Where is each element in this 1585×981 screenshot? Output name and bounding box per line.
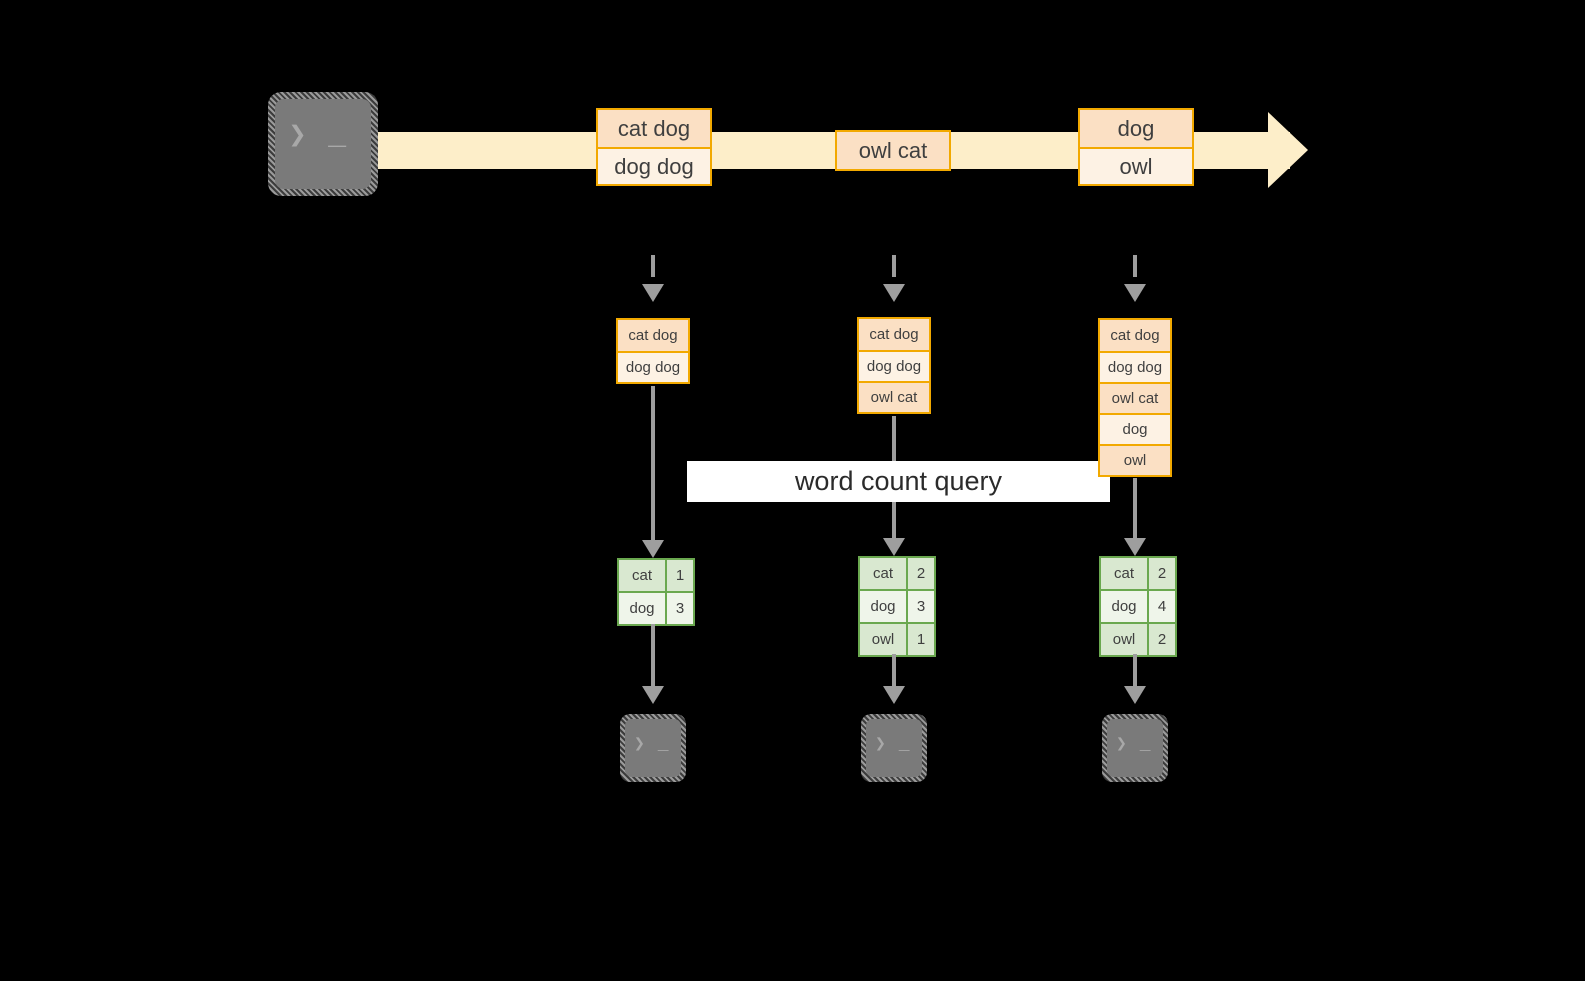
result-to-consumer-line — [892, 654, 896, 690]
result-count: 3 — [906, 591, 934, 622]
result-word: cat — [619, 560, 665, 591]
query-label-text: word count query — [794, 466, 1003, 496]
terminal-prompt-glyph: ❯ _ — [874, 735, 911, 756]
terminal-prompt-glyph: ❯ _ — [633, 735, 670, 756]
stream-record-line: dog — [1080, 110, 1192, 147]
state-row: cat dog — [1100, 320, 1170, 351]
query-label-band: word count query — [687, 461, 1110, 502]
result-row: dog 3 — [619, 591, 693, 624]
stream-to-state-dashed-line — [651, 255, 655, 277]
state-table-3: cat dog dog dog owl cat dog owl — [1098, 318, 1172, 477]
stream-to-state-dashed-line — [1133, 255, 1137, 277]
stream-to-state-arrowhead-icon — [1124, 284, 1146, 302]
state-row: cat dog — [618, 320, 688, 351]
state-to-result-arrowhead-icon — [883, 538, 905, 556]
state-row: owl — [1100, 444, 1170, 475]
result-to-consumer-line — [651, 624, 655, 690]
result-word: dog — [1101, 591, 1147, 622]
result-row: owl 1 — [860, 622, 934, 655]
terminal-prompt-glyph: ❯ _ — [288, 120, 348, 155]
result-word: dog — [860, 591, 906, 622]
stream-record-line: dog dog — [598, 147, 710, 184]
terminal-prompt-glyph: ❯ _ — [1115, 735, 1152, 756]
result-row: cat 1 — [619, 560, 693, 591]
result-word: owl — [860, 624, 906, 655]
state-to-result-arrowhead-icon — [1124, 538, 1146, 556]
consumer-terminal-icon-2: ❯ _ — [861, 714, 927, 782]
result-row: owl 2 — [1101, 622, 1175, 655]
state-to-result-line — [651, 386, 655, 544]
result-to-consumer-arrowhead-icon — [883, 686, 905, 704]
consumer-terminal-icon-3: ❯ _ — [1102, 714, 1168, 782]
state-row: owl cat — [859, 381, 929, 412]
result-table-2: cat 2 dog 3 owl 1 — [858, 556, 936, 657]
stream-record-2: owl cat — [835, 130, 951, 171]
result-row: dog 4 — [1101, 589, 1175, 622]
state-row: dog dog — [618, 351, 688, 382]
result-row: cat 2 — [1101, 558, 1175, 589]
result-word: owl — [1101, 624, 1147, 655]
state-row: owl cat — [1100, 382, 1170, 413]
result-to-consumer-arrowhead-icon — [1124, 686, 1146, 704]
state-to-result-arrowhead-icon — [642, 540, 664, 558]
result-count: 3 — [665, 593, 693, 624]
state-table-2: cat dog dog dog owl cat — [857, 317, 931, 414]
result-word: dog — [619, 593, 665, 624]
state-row: cat dog — [859, 319, 929, 350]
result-count: 2 — [1147, 624, 1175, 655]
result-row: cat 2 — [860, 558, 934, 589]
state-row: dog dog — [859, 350, 929, 381]
stream-to-state-arrowhead-icon — [642, 284, 664, 302]
result-word: cat — [860, 558, 906, 589]
result-to-consumer-arrowhead-icon — [642, 686, 664, 704]
result-to-consumer-line — [1133, 654, 1137, 690]
state-row: dog dog — [1100, 351, 1170, 382]
result-count: 2 — [906, 558, 934, 589]
result-word: cat — [1101, 558, 1147, 589]
consumer-terminal-icon-1: ❯ _ — [620, 714, 686, 782]
state-to-result-line — [1133, 478, 1137, 542]
result-count: 4 — [1147, 591, 1175, 622]
result-count: 1 — [665, 560, 693, 591]
result-table-1: cat 1 dog 3 — [617, 558, 695, 626]
stream-record-line: owl cat — [837, 132, 949, 169]
stream-record-line: owl — [1080, 147, 1192, 184]
result-count: 1 — [906, 624, 934, 655]
stream-record-1: cat dog dog dog — [596, 108, 712, 186]
result-row: dog 3 — [860, 589, 934, 622]
producer-terminal-icon: ❯ _ — [268, 92, 378, 196]
stream-record-3: dog owl — [1078, 108, 1194, 186]
state-row: dog — [1100, 413, 1170, 444]
result-table-3: cat 2 dog 4 owl 2 — [1099, 556, 1177, 657]
state-table-1: cat dog dog dog — [616, 318, 690, 384]
stream-record-line: cat dog — [598, 110, 710, 147]
stream-to-state-arrowhead-icon — [883, 284, 905, 302]
stream-arrowhead-icon — [1268, 112, 1308, 188]
stream-to-state-dashed-line — [892, 255, 896, 277]
result-count: 2 — [1147, 558, 1175, 589]
